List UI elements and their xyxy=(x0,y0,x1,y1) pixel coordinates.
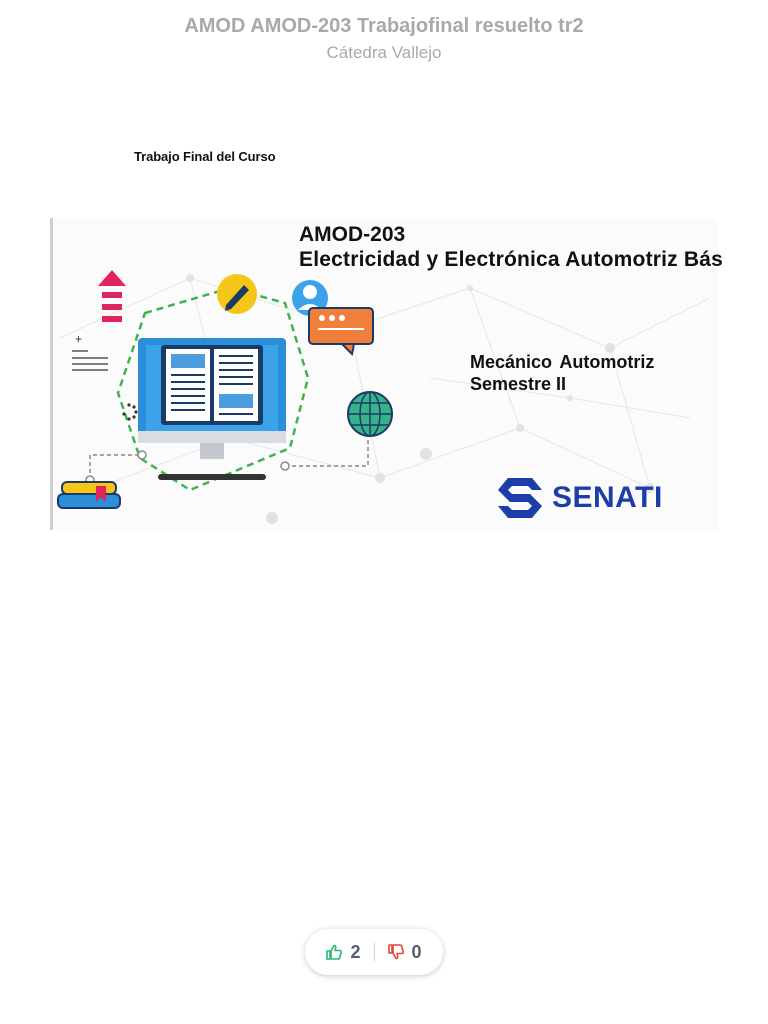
svg-text:+: + xyxy=(75,332,82,346)
vote-divider xyxy=(373,943,375,961)
vote-widget: 2 0 xyxy=(305,929,443,975)
document-header: AMOD AMOD-203 Trabajofinal resuelto tr2 … xyxy=(0,12,768,66)
course-name: Electricidad y Electrónica Automotriz Bá… xyxy=(299,248,724,271)
banner-left-border xyxy=(50,218,53,530)
thumbs-down-icon xyxy=(387,944,404,960)
senati-wordmark: SENATI xyxy=(552,481,663,514)
career-name: Mecánico Automotriz xyxy=(470,352,655,372)
senati-emblem-icon xyxy=(498,478,542,518)
course-code: AMOD-203 xyxy=(299,223,406,246)
like-button[interactable]: 2 xyxy=(326,941,361,963)
elearning-illustration: + xyxy=(57,270,393,509)
page-heading: Trabajo Final del Curso xyxy=(134,149,276,164)
senati-logo: SENATI xyxy=(496,476,663,520)
document-title: AMOD AMOD-203 Trabajofinal resuelto tr2 xyxy=(184,15,584,37)
document-subtitle: Cátedra Vallejo xyxy=(326,43,442,62)
course-banner: + xyxy=(50,218,723,530)
dislike-count: 0 xyxy=(411,941,422,962)
like-count: 2 xyxy=(350,941,361,962)
thumbs-up-icon xyxy=(326,944,343,960)
dislike-button[interactable]: 0 xyxy=(387,941,422,963)
semester-label: Semestre II xyxy=(470,374,567,394)
